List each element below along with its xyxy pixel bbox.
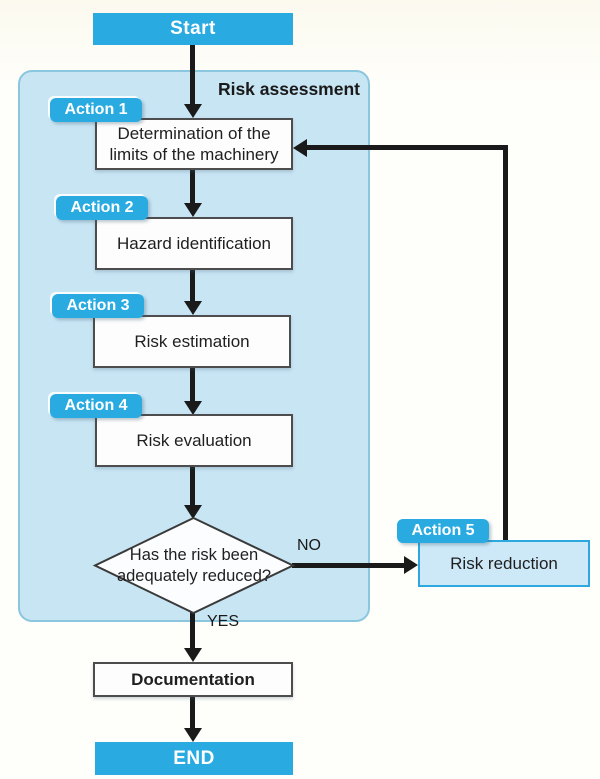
action-1-badge: Action 1 bbox=[50, 98, 142, 122]
action-4-badge: Action 4 bbox=[50, 394, 142, 418]
decision-line1: Has the risk been bbox=[129, 545, 259, 564]
arrow-determination-to-hazard-line bbox=[190, 170, 195, 204]
hazard-identification-box: Hazard identification bbox=[95, 217, 293, 270]
arrowhead-down-icon bbox=[184, 203, 202, 217]
arrowhead-down-icon bbox=[184, 301, 202, 315]
risk-reduction-box: Risk reduction bbox=[418, 540, 590, 587]
action-3-badge: Action 3 bbox=[52, 294, 144, 318]
action-2-label: Action 2 bbox=[70, 199, 134, 216]
arrowhead-down-icon bbox=[184, 648, 202, 662]
start-node-label: Start bbox=[170, 18, 216, 39]
action-4-label: Action 4 bbox=[64, 397, 128, 414]
yes-branch-label: YES bbox=[207, 613, 240, 630]
risk-estimation-box: Risk estimation bbox=[93, 315, 291, 368]
arrowhead-down-icon bbox=[184, 505, 202, 519]
container-title: Risk assessment bbox=[217, 79, 360, 99]
decision-diamond-shape bbox=[92, 516, 296, 615]
arrow-documentation-to-end-line bbox=[190, 697, 195, 729]
risk-evaluation-box: Risk evaluation bbox=[95, 414, 293, 467]
arrowhead-right-icon bbox=[404, 556, 418, 574]
arrow-hazard-to-estimation-line bbox=[190, 270, 195, 302]
documentation-label: Documentation bbox=[131, 669, 255, 689]
arrow-no-branch-line bbox=[292, 563, 405, 568]
action-1-label: Action 1 bbox=[64, 101, 128, 118]
arrowhead-down-icon bbox=[184, 728, 202, 742]
documentation-box: Documentation bbox=[93, 662, 293, 697]
hazard-identification-label: Hazard identification bbox=[116, 233, 272, 253]
risk-evaluation-label: Risk evaluation bbox=[136, 430, 252, 450]
decision-line2: adequately reduced? bbox=[116, 567, 272, 585]
action-2-badge: Action 2 bbox=[56, 196, 148, 220]
arrowhead-down-icon bbox=[184, 401, 202, 415]
arrowhead-left-icon bbox=[293, 139, 307, 157]
determination-line1: Determination of the bbox=[117, 123, 271, 143]
risk-reduction-label: Risk reduction bbox=[450, 553, 558, 573]
decision-text: Has the risk been adequately reduced? bbox=[78, 514, 310, 618]
risk-estimation-label: Risk estimation bbox=[134, 331, 250, 351]
loop-feedback-vertical-line bbox=[503, 146, 508, 540]
action-3-label: Action 3 bbox=[66, 297, 130, 314]
arrow-start-to-determination-line bbox=[190, 45, 195, 105]
arrow-evaluation-to-decision-line bbox=[190, 467, 195, 506]
end-node: END bbox=[95, 742, 293, 775]
loop-feedback-horizontal-line bbox=[307, 145, 508, 150]
no-branch-label: NO bbox=[297, 537, 321, 554]
action-5-label: Action 5 bbox=[411, 522, 475, 539]
action-5-badge: Action 5 bbox=[397, 519, 489, 543]
start-node: Start bbox=[93, 13, 293, 45]
end-node-label: END bbox=[173, 747, 215, 769]
determination-box: Determination of the limits of the machi… bbox=[95, 118, 293, 170]
decision-diamond: Has the risk been adequately reduced? bbox=[88, 514, 300, 618]
arrow-estimation-to-evaluation-line bbox=[190, 368, 195, 402]
arrow-yes-branch-line bbox=[190, 610, 195, 649]
arrowhead-down-icon bbox=[184, 104, 202, 118]
determination-line2: limits of the machinery bbox=[109, 145, 279, 164]
